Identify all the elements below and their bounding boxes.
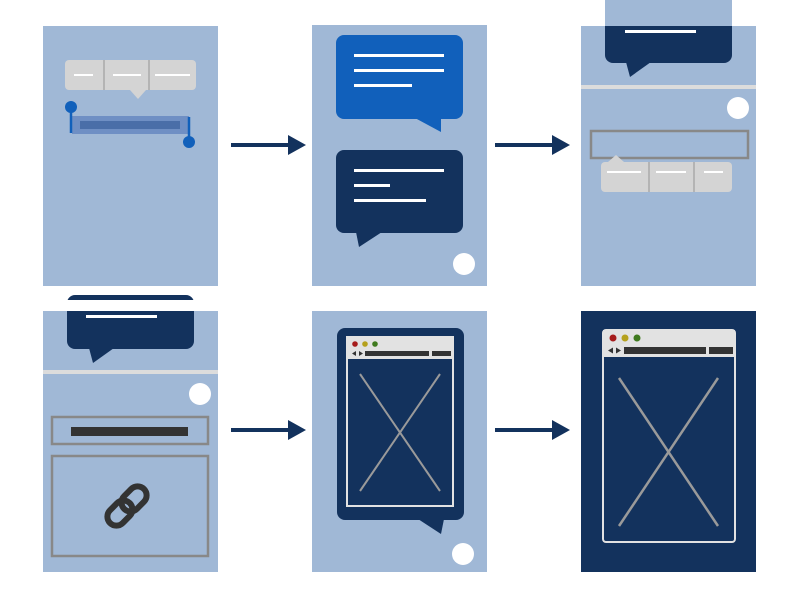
arrow-step-4-to-5 — [231, 420, 306, 440]
forward-arrow-icon — [359, 351, 363, 356]
window-maximize-dot — [633, 334, 641, 342]
received-message-bubble — [336, 150, 463, 247]
step-2-panel — [312, 25, 487, 286]
home-button-icon — [453, 253, 475, 275]
back-arrow-icon — [352, 351, 356, 356]
copy-popup-menu — [65, 60, 196, 99]
step-5-panel — [312, 311, 487, 572]
popup-option-bar — [155, 74, 190, 76]
sent-message-bubble — [336, 35, 463, 132]
window-minimize-dot — [621, 334, 629, 342]
link-preview-box — [50, 454, 210, 558]
bubble-tail — [418, 519, 444, 534]
home-button-icon — [727, 97, 749, 119]
paste-popup-menu — [601, 155, 732, 192]
browser-window-icon — [346, 336, 454, 507]
search-bar — [432, 351, 451, 356]
window-close-dot — [352, 341, 358, 347]
message-bubble — [605, 0, 732, 77]
window-close-dot — [609, 334, 617, 342]
step-1-panel — [43, 26, 218, 286]
message-bubble — [0, 295, 800, 363]
url-text-bar — [71, 427, 188, 436]
keyboard-divider — [581, 85, 756, 89]
window-maximize-dot — [372, 341, 378, 347]
home-button-icon — [452, 543, 474, 565]
arrow-step-5-to-6 — [495, 420, 570, 440]
message-input-field — [589, 129, 750, 160]
step-6-panel — [581, 311, 756, 572]
window-minimize-dot — [362, 341, 368, 347]
browser-window-icon — [602, 329, 736, 543]
keyboard-divider — [43, 370, 218, 374]
address-bar — [624, 347, 706, 354]
step-4-panel — [0, 295, 800, 572]
forward-arrow-icon — [616, 347, 621, 354]
arrow-step-1-to-2 — [231, 135, 306, 155]
url-field — [50, 415, 210, 446]
link-icon — [104, 483, 150, 529]
popup-option-bar — [607, 171, 641, 173]
step-3-panel — [581, 0, 756, 286]
selected-text-bar — [80, 121, 180, 129]
popup-option-bar — [113, 74, 141, 76]
popup-option-bar — [74, 74, 93, 76]
selection-handle-icon — [65, 101, 77, 113]
back-arrow-icon — [608, 347, 613, 354]
arrow-step-2-to-3 — [495, 135, 570, 155]
placeholder-cross — [359, 373, 441, 492]
placeholder-cross — [617, 377, 720, 527]
search-bar — [709, 347, 733, 354]
home-button-icon — [189, 383, 211, 405]
text-selection — [65, 101, 195, 148]
phone-screen — [43, 311, 218, 572]
popup-option-bar — [656, 171, 686, 173]
phone-screen — [581, 26, 756, 286]
selection-handle-icon — [183, 136, 195, 148]
address-bar — [365, 351, 429, 356]
popup-option-bar — [704, 171, 723, 173]
